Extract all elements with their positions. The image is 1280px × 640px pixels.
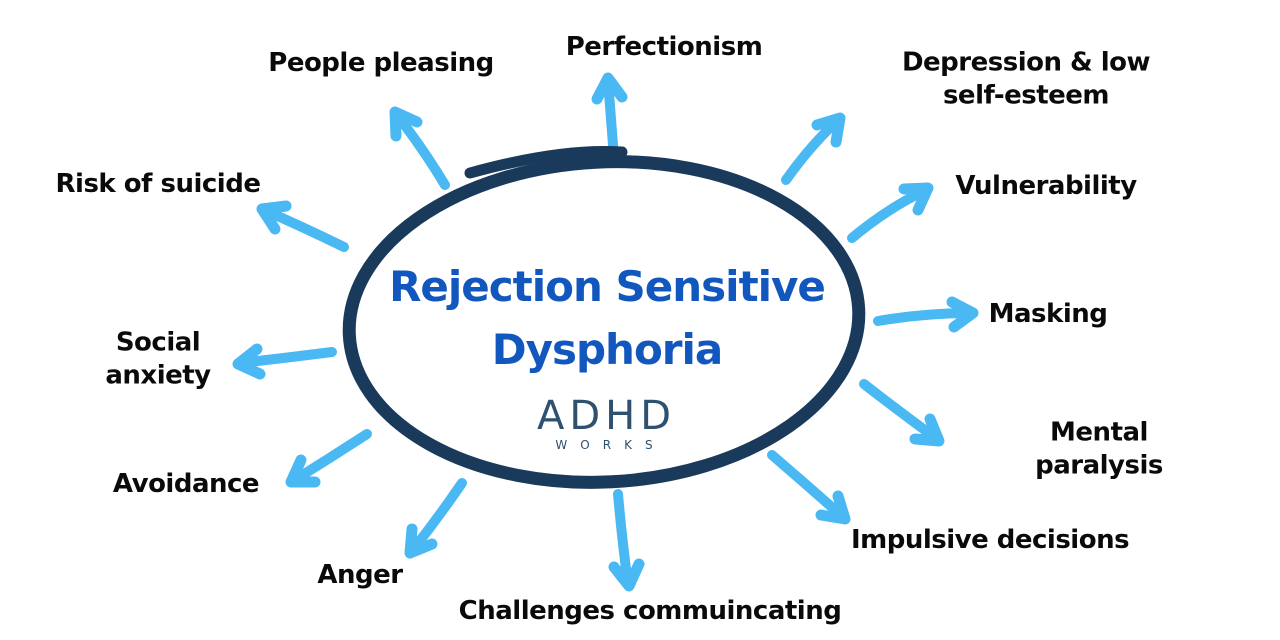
arrow-head <box>608 558 645 592</box>
arrow-shaft <box>392 110 450 190</box>
arrow-depression-low-self-esteem <box>781 112 846 185</box>
arrow-head <box>946 296 979 333</box>
arrow-masking <box>873 296 979 333</box>
label-anger: Anger <box>317 559 403 590</box>
label-social-anxiety: Social anxiety <box>105 327 211 391</box>
arrow-shaft <box>781 115 843 185</box>
label-perfectionism: Perfectionism <box>565 31 763 62</box>
adhd-works-logo-sub: WORKS <box>555 438 666 452</box>
arrow-anger <box>404 478 467 559</box>
center-title-line1: Rejection Sensitive <box>389 262 826 311</box>
arrow-head <box>811 112 846 148</box>
arrow-mental-paralysis <box>859 379 945 447</box>
arrow-avoidance <box>285 429 372 488</box>
adhd-works-logo-main: ADHD <box>536 393 677 439</box>
arrow-shaft <box>259 205 349 252</box>
label-challenges-commuincating: Challenges commuincating <box>458 595 842 626</box>
arrow-head <box>232 343 266 380</box>
arrow-shaft <box>767 450 848 522</box>
arrow-shaft <box>288 429 372 486</box>
adhd-works-logo: ADHD WORKS <box>532 396 676 452</box>
label-impulsive-decisions: Impulsive decisions <box>850 524 1130 555</box>
arrow-head <box>404 523 438 559</box>
center-oval-stroke-overlap <box>464 145 628 179</box>
arrow-head <box>909 413 945 447</box>
center-title-line2: Dysphoria <box>491 325 724 374</box>
label-avoidance: Avoidance <box>112 468 260 499</box>
arrow-shaft <box>859 379 942 444</box>
arrow-head <box>256 200 292 235</box>
center-title: Rejection Sensitive Dysphoria <box>347 255 867 381</box>
arrow-head <box>898 182 934 216</box>
arrow-vulnerability <box>847 182 934 243</box>
arrow-shaft <box>407 478 467 556</box>
label-people-pleasing: People pleasing <box>268 47 494 78</box>
center-oval <box>342 155 866 489</box>
arrow-head <box>389 106 423 142</box>
arrow-social-anxiety <box>232 343 337 380</box>
arrow-risk-of-suicide <box>256 200 349 252</box>
label-masking: Masking <box>988 298 1108 329</box>
label-risk-of-suicide: Risk of suicide <box>55 168 261 199</box>
arrow-head <box>285 454 321 488</box>
arrow-head <box>815 490 851 525</box>
label-vulnerability: Vulnerability <box>955 170 1137 201</box>
arrow-people-pleasing <box>389 106 450 190</box>
arrow-head <box>591 72 628 105</box>
label-mental-paralysis: Mental paralysis <box>1035 417 1163 481</box>
arrow-challenges-commuincating <box>608 489 645 592</box>
label-depression-low-self-esteem: Depression & low self-esteem <box>901 47 1151 111</box>
arrow-impulsive-decisions <box>767 450 851 525</box>
